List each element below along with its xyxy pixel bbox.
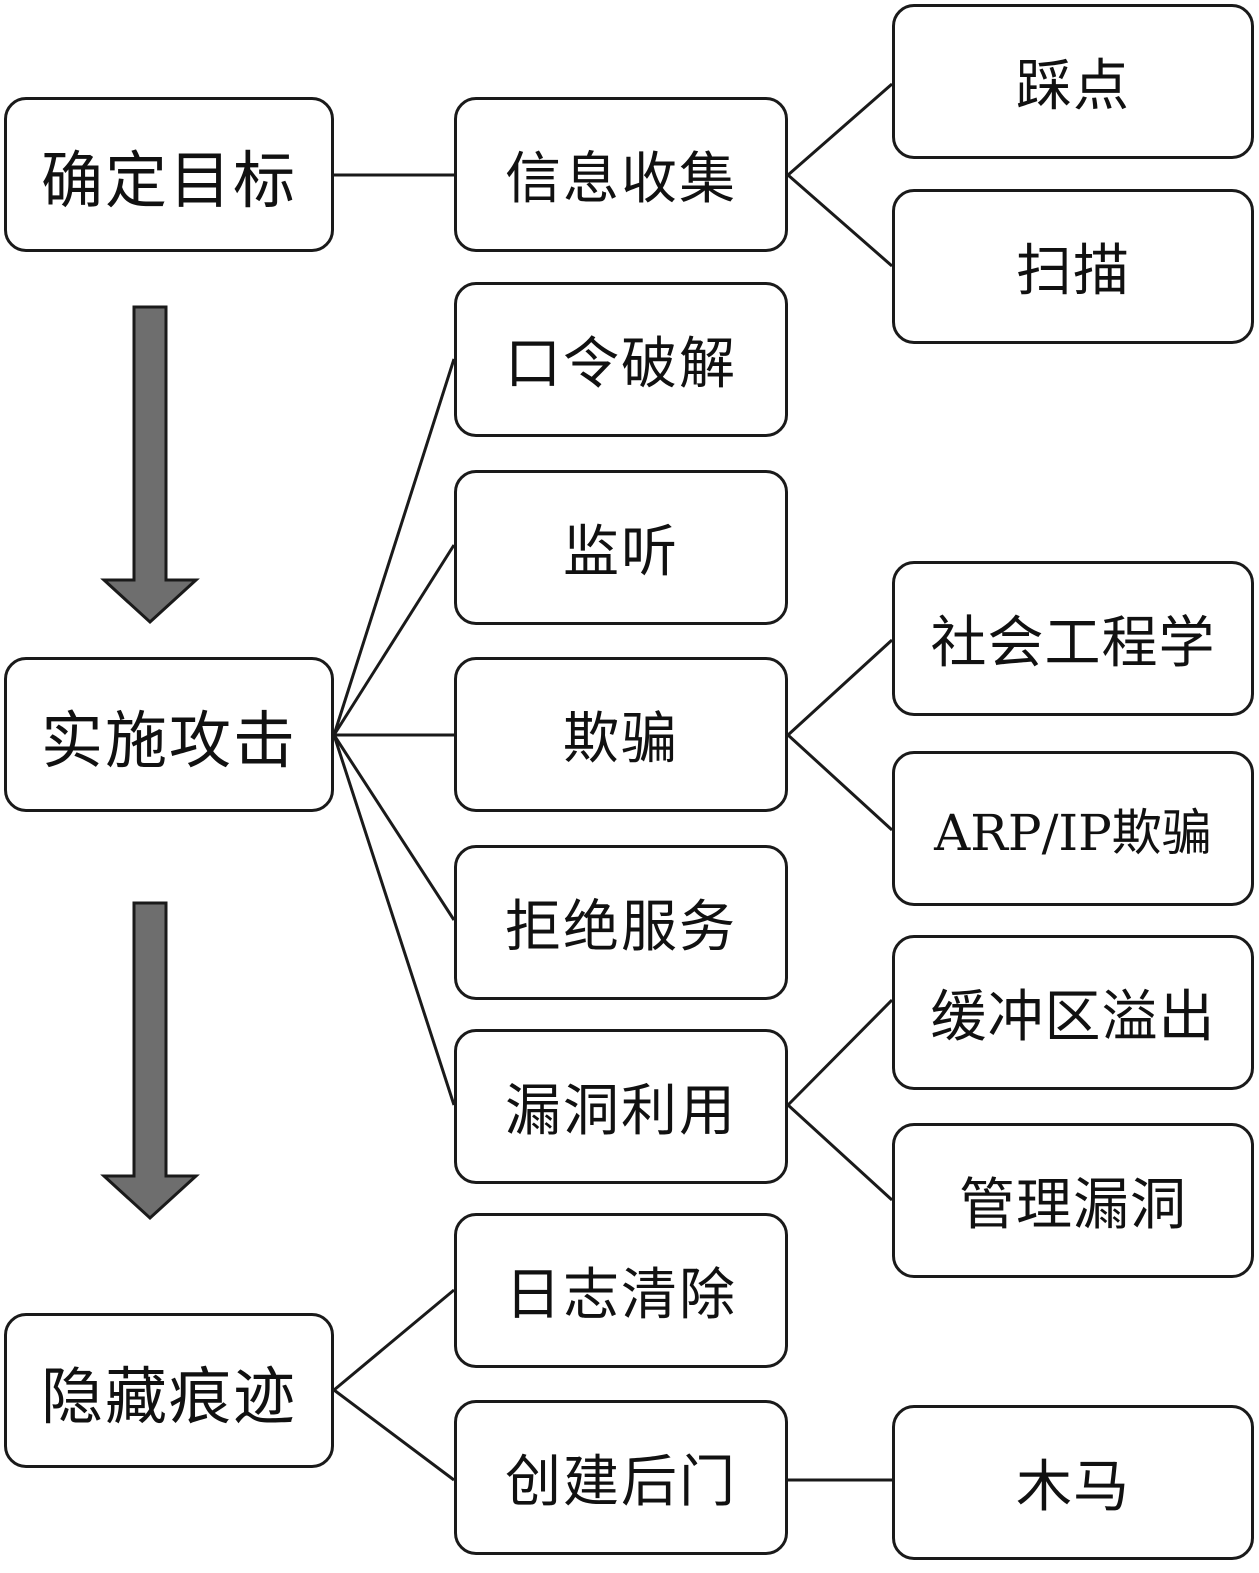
connector-line <box>787 173 893 268</box>
method-node: 拒绝服务 <box>454 845 788 1000</box>
detail-label: 社会工程学 <box>930 611 1216 676</box>
stage-label: 实施攻击 <box>40 703 297 777</box>
method-node: 欺骗 <box>454 657 788 812</box>
connector-line <box>332 734 456 1106</box>
method-node: 口令破解 <box>454 282 788 437</box>
method-label: 口令破解 <box>505 332 737 397</box>
detail-label: 扫描 <box>1016 239 1130 304</box>
connector-line <box>332 544 456 736</box>
flow-down-arrow <box>100 305 200 625</box>
method-label: 日志清除 <box>505 1263 737 1328</box>
detail-label: 管理漏洞 <box>959 1173 1187 1238</box>
method-node: 监听 <box>454 470 788 625</box>
detail-label: 缓冲区溢出 <box>930 985 1216 1050</box>
connector-line <box>786 1103 894 1202</box>
connector-line <box>787 82 893 177</box>
connector-line <box>332 358 456 736</box>
method-label: 欺骗 <box>563 707 679 772</box>
method-label: 监听 <box>563 520 679 585</box>
method-label: 信息收集 <box>505 147 737 212</box>
method-node: 日志清除 <box>454 1213 788 1368</box>
detail-node: 踩点 <box>892 4 1254 159</box>
detail-node: 木马 <box>892 1405 1254 1560</box>
method-label: 创建后门 <box>505 1450 737 1515</box>
method-node: 信息收集 <box>454 97 788 252</box>
method-label: 漏洞利用 <box>505 1079 737 1144</box>
detail-label: 木马 <box>1016 1455 1130 1520</box>
connector-line <box>786 638 894 737</box>
stage-node: 确定目标 <box>4 97 334 252</box>
detail-node: 缓冲区溢出 <box>892 935 1254 1090</box>
detail-node: ARP/IP欺骗 <box>892 751 1254 906</box>
method-label: 拒绝服务 <box>505 895 737 960</box>
method-node: 创建后门 <box>454 1400 788 1555</box>
detail-label: 踩点 <box>1016 54 1130 119</box>
detail-node: 社会工程学 <box>892 561 1254 716</box>
stage-label: 确定目标 <box>40 143 297 217</box>
stage-node: 隐藏痕迹 <box>4 1313 334 1468</box>
detail-node: 扫描 <box>892 189 1254 344</box>
connector-line <box>786 733 894 832</box>
method-node: 漏洞利用 <box>454 1029 788 1184</box>
connector-line <box>332 734 456 921</box>
stage-label: 隐藏痕迹 <box>40 1359 297 1433</box>
connector-line <box>786 998 894 1107</box>
connector-line <box>333 1288 455 1392</box>
detail-node: 管理漏洞 <box>892 1123 1254 1278</box>
stage-node: 实施攻击 <box>4 657 334 812</box>
detail-label: ARP/IP欺骗 <box>934 803 1212 862</box>
flow-down-arrow <box>100 901 200 1221</box>
connector-line <box>333 1388 455 1482</box>
